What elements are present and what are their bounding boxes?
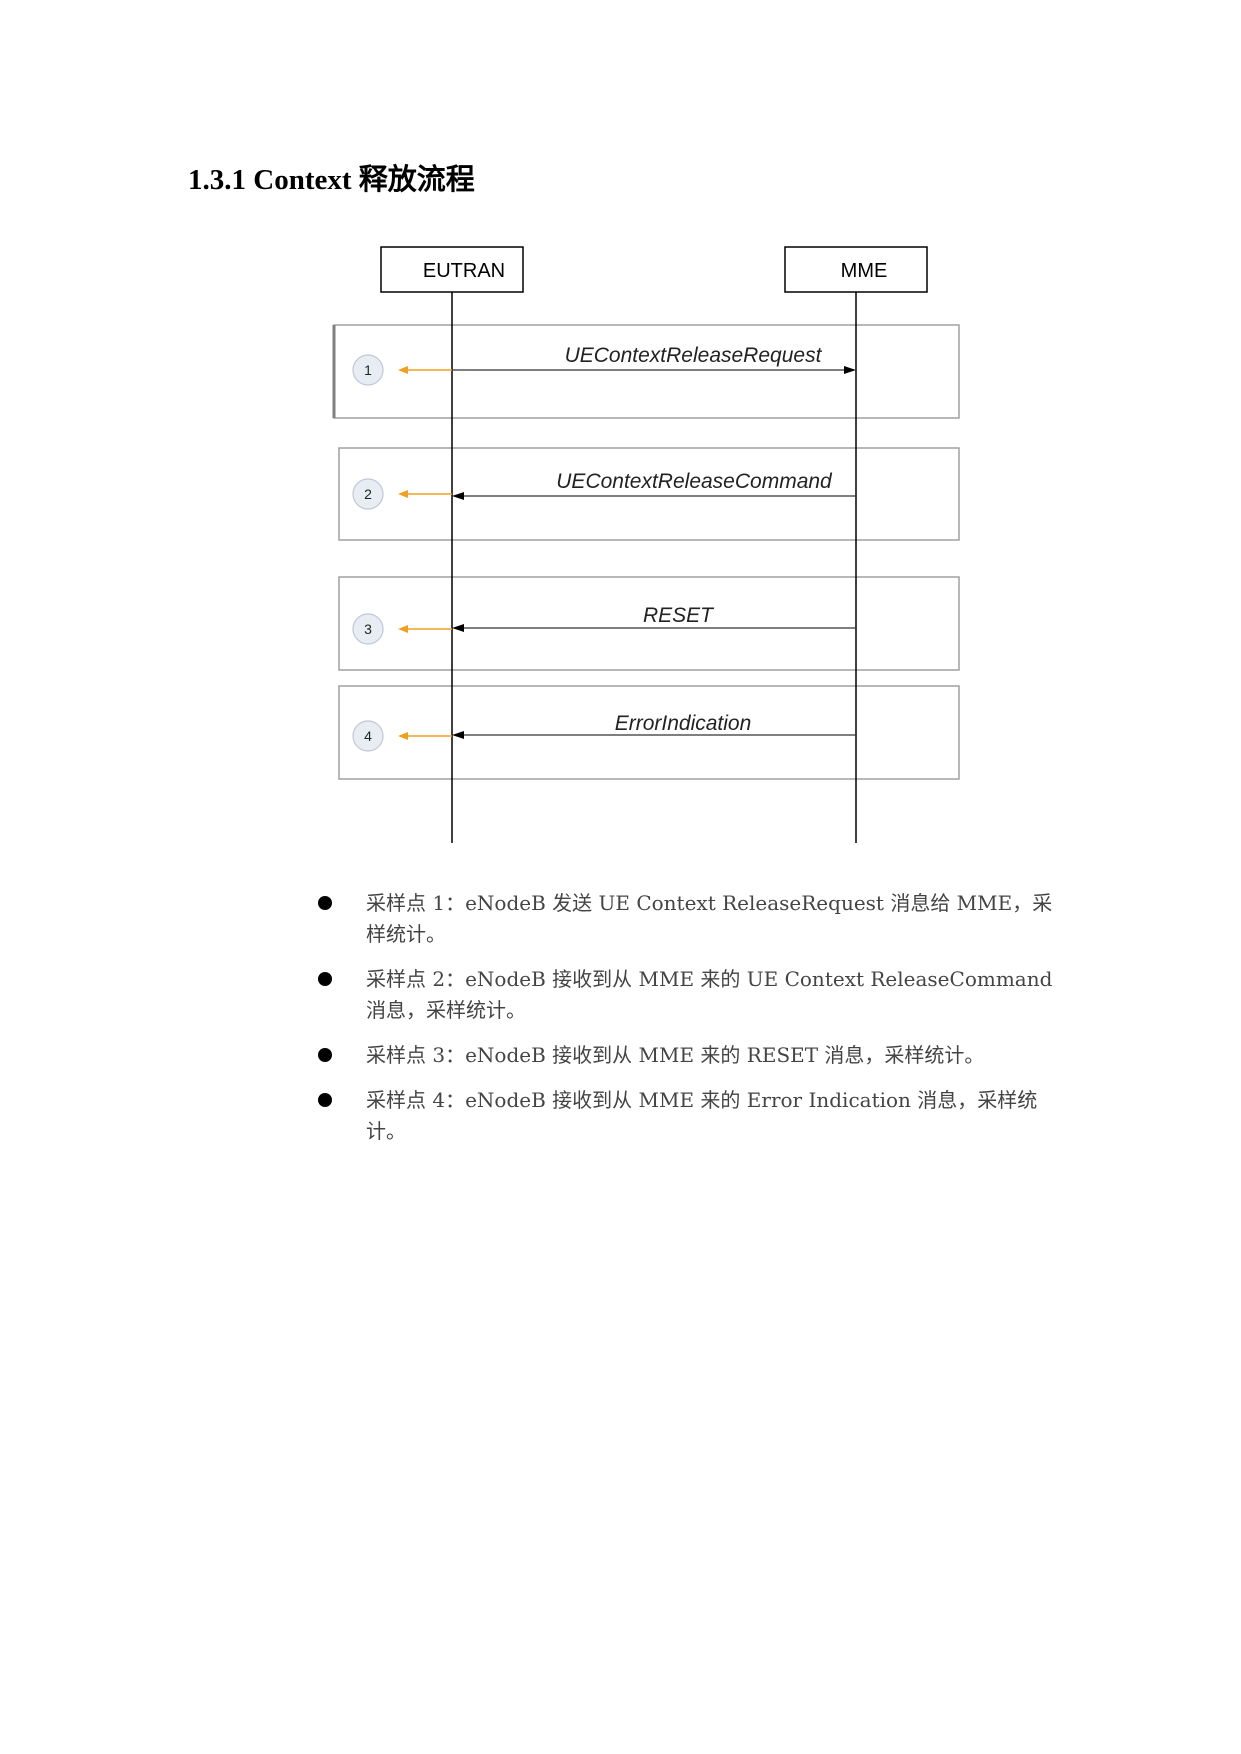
list-item: 采样点 2：eNodeB 接收到从 MME 来的 UE Context Rele…: [318, 964, 1068, 1026]
step-3-number: 3: [364, 621, 372, 637]
step-4-frame: [338, 685, 960, 780]
step-2-arrowhead: [452, 492, 464, 500]
step-1-number: 1: [364, 362, 372, 378]
bullet-dot-icon: [318, 1048, 332, 1062]
step-2-badge: [352, 478, 384, 510]
step-2-frame: [338, 447, 960, 541]
step-1-frame: [333, 324, 960, 419]
step-2-message: UEContextReleaseCommand: [556, 470, 833, 493]
bullet-dot-icon: [318, 972, 332, 986]
step-4-badge: [352, 720, 384, 752]
step-4-message: ErrorIndication: [615, 712, 752, 735]
step-4-number: 4: [364, 728, 372, 744]
step-1-message: UEContextReleaseRequest: [565, 344, 823, 367]
step-3-badge: [352, 613, 384, 645]
list-item: 采样点 4：eNodeB 接收到从 MME 来的 Error Indicatio…: [318, 1085, 1068, 1147]
sampling-point-list: 采样点 1：eNodeB 发送 UE Context ReleaseReques…: [318, 888, 1068, 1147]
list-item: 采样点 1：eNodeB 发送 UE Context ReleaseReques…: [318, 888, 1068, 950]
step-3-frame: [338, 576, 960, 671]
step-1-badge: [352, 354, 384, 386]
sequence-diagram: EUTRAN MME UEContextReleaseRequest 1 UEC…: [332, 246, 960, 843]
list-item-text: 采样点 1：eNodeB 发送 UE Context ReleaseReques…: [366, 891, 1053, 946]
step-3-message: RESET: [643, 604, 715, 627]
step-4-arrowhead: [452, 731, 464, 739]
eutran-box: [380, 246, 524, 293]
bullet-dot-icon: [318, 896, 332, 910]
step-1-arrowhead: [844, 366, 856, 374]
step-2-number: 2: [364, 486, 372, 502]
section-heading: 1.3.1 Context 释放流程: [188, 164, 475, 196]
step-3-arrowhead: [452, 624, 464, 632]
bullet-dot-icon: [318, 1093, 332, 1107]
mme-box: [784, 246, 928, 293]
list-item-text: 采样点 4：eNodeB 接收到从 MME 来的 Error Indicatio…: [366, 1088, 1038, 1143]
mme-label: MME: [841, 260, 888, 282]
list-item-text: 采样点 2：eNodeB 接收到从 MME 来的 UE Context Rele…: [366, 967, 1053, 1022]
list-item: 采样点 3：eNodeB 接收到从 MME 来的 RESET 消息，采样统计。: [318, 1040, 1068, 1071]
eutran-label: EUTRAN: [423, 260, 505, 282]
list-item-text: 采样点 3：eNodeB 接收到从 MME 来的 RESET 消息，采样统计。: [366, 1043, 985, 1067]
